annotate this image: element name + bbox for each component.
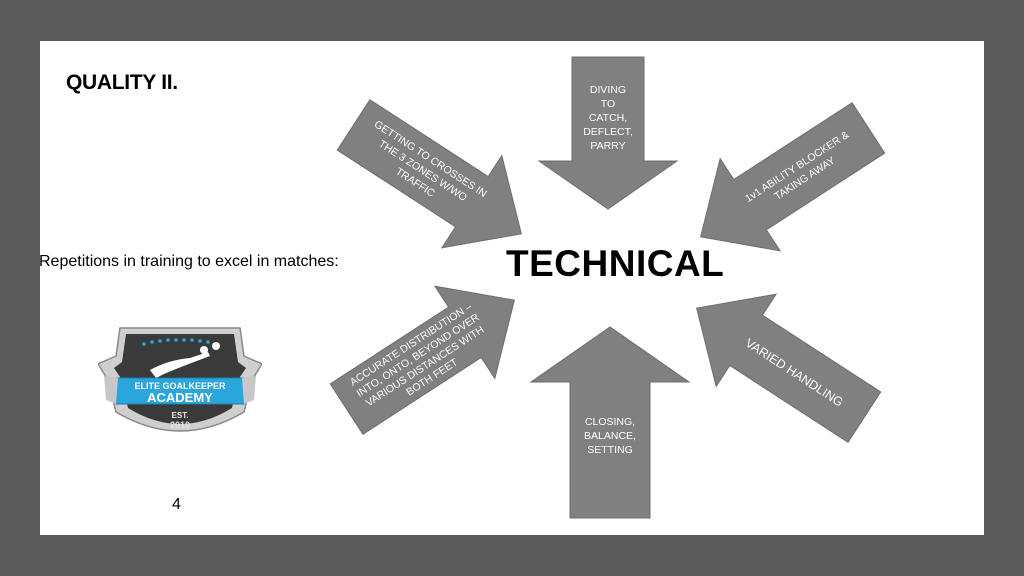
arrow-bottom-right: VARIED HANDLING <box>696 293 882 443</box>
arrow-top: DIVING TO CATCH, DEFLECT, PARRY <box>537 56 679 210</box>
arrow-bottom-line-1: CLOSING, <box>585 416 635 428</box>
arrow-top-line-5: PARRY <box>590 140 625 152</box>
logo-line-1: ELITE GOALKEEPER <box>134 381 226 391</box>
arrow-top-line-3: CATCH, <box>589 112 627 124</box>
slide-subtitle: Repetitions in training to excel in matc… <box>40 253 339 270</box>
logo-line-2: ACADEMY <box>147 390 213 405</box>
logo-line-3: EST. <box>172 411 189 420</box>
arrow-diagram: DIVING TO CATCH, DEFLECT, PARRY GETTING … <box>329 56 886 519</box>
goalkeeper-icon <box>150 341 221 378</box>
arrow-bottom-line-2: BALANCE, <box>584 430 636 442</box>
center-label: TECHNICAL <box>506 243 725 284</box>
academy-logo: ELITE GOALKEEPER ACADEMY EST. 2010 <box>98 327 262 432</box>
stars-icon <box>142 338 218 346</box>
page-number: 4 <box>172 496 181 513</box>
arrow-top-right: 1v1 ABILITY BLOCKER & TAKING AWAY <box>700 102 886 252</box>
arrow-bottom: CLOSING, BALANCE, SETTING <box>529 326 691 519</box>
logo-line-4: 2010 <box>170 420 190 430</box>
arrow-bottom-line-3: SETTING <box>587 444 633 456</box>
slide-title: QUALITY II. <box>66 71 178 94</box>
arrow-top-line-2: TO <box>601 98 615 110</box>
arrow-top-line-4: DEFLECT, <box>583 126 633 138</box>
arrow-top-line-1: DIVING <box>590 84 626 96</box>
slide: QUALITY II. Repetitions in training to e… <box>40 41 984 535</box>
